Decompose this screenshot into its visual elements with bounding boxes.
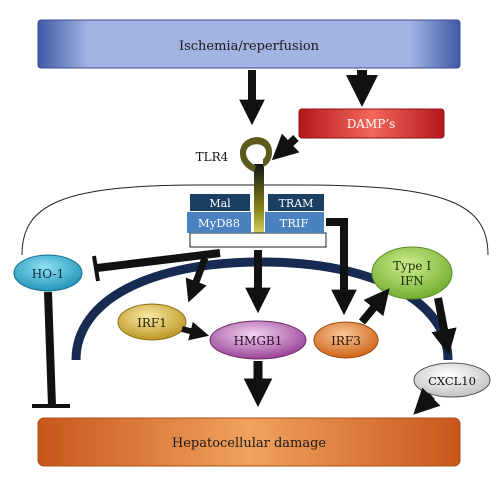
arrow-ifn-to-cxcl10 (431, 297, 457, 355)
trif-label: TRIF (280, 216, 309, 230)
arrow-trif-to-irf3 (326, 218, 357, 316)
myd88-label: MyD88 (198, 216, 240, 230)
damps-label: DAMP’s (347, 117, 396, 131)
cxcl10-node: CXCL10 (413, 362, 491, 398)
type1-ifn-label-2: IFN (400, 274, 424, 288)
ischemia-reperfusion-label: Ischemia/reperfusion (179, 39, 320, 54)
arrow-irf1-to-hmgb1 (181, 321, 210, 341)
arrow-myd88-to-irf1 (185, 256, 209, 303)
ho1-label: HO-1 (32, 267, 64, 281)
cell-membrane (21, 184, 489, 256)
arrow-cxcl10-to-damage (413, 387, 441, 415)
type1-ifn-label-1: Type I (393, 259, 431, 273)
ho1-node: HO-1 (13, 254, 83, 292)
hmgb1-node: HMGB1 (209, 320, 307, 360)
myd88-box (187, 212, 251, 233)
mal-box (190, 194, 250, 211)
arrow-irf3-to-ifn (358, 288, 390, 325)
inhibit-myd88-to-ho1 (96, 249, 221, 272)
ischemia-reperfusion-box: Ischemia/reperfusion (37, 19, 461, 69)
type1-ifn-node: Type I IFN (371, 246, 453, 300)
irf1-node: IRF1 (117, 303, 187, 341)
connectors (32, 70, 457, 415)
hepatocellular-damage-label: Hepatocellular damage (172, 436, 327, 451)
tram-box (268, 194, 324, 211)
tlr4-label: TLR4 (196, 150, 229, 164)
mal-label: Mal (209, 197, 231, 210)
hmgb1-label: HMGB1 (234, 334, 283, 348)
cxcl10-label: CXCL10 (428, 374, 476, 388)
inhibit-ho1-to-damage (44, 291, 56, 407)
hepatocellular-damage-box: Hepatocellular damage (37, 417, 461, 467)
inhibit-bar-ho1 (92, 255, 100, 282)
arrow-damps-to-tlr4 (271, 133, 300, 161)
irf3-node: IRF3 (313, 321, 379, 359)
adaptor-complex: Mal TRAM MyD88 TRIF (187, 194, 327, 248)
tram-label: TRAM (279, 197, 314, 210)
tlr4-receptor: TLR4 (196, 137, 272, 242)
trif-box (265, 212, 324, 233)
irf3-label: IRF3 (331, 334, 361, 348)
damps-box: DAMP’s (298, 108, 445, 139)
irf1-label: IRF1 (137, 316, 167, 330)
